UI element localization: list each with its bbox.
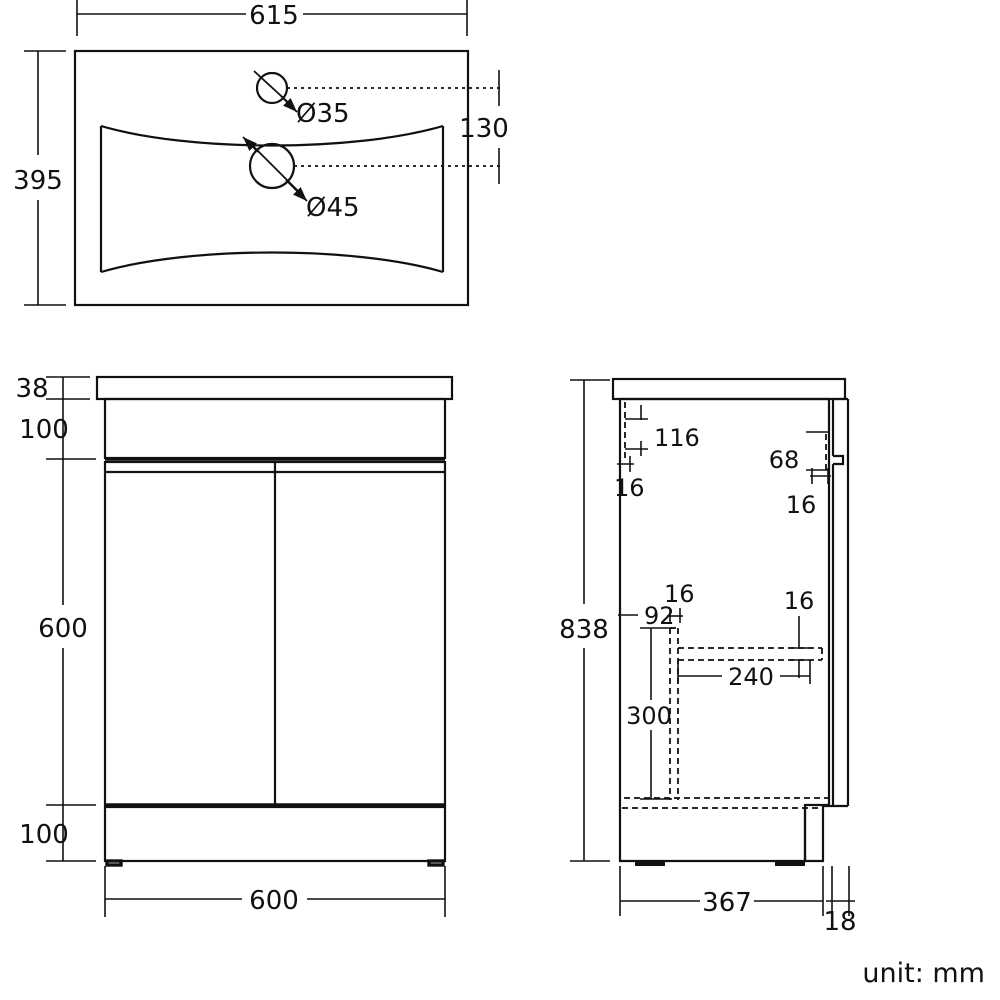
label-240: 240 [728,663,774,691]
label-367: 367 [702,888,752,918]
label-16-shelf: 16 [784,587,815,615]
side-basin-slab [611,377,847,401]
label-16-right: 16 [786,491,817,519]
label-waste-hole-dia: Ø45 [306,193,360,223]
front-plinth [103,805,447,863]
side-plinth-return [803,805,825,863]
front-basin-slab [95,375,454,401]
label-tap-hole-dia: Ø35 [296,99,350,129]
label-16-divider: 16 [664,580,695,608]
bowl-top-curve [100,124,444,147]
waste-hole-leader-down [285,179,308,202]
side-foot-left [635,861,665,866]
front-foot-left [105,859,123,867]
side-foot-right [775,861,805,866]
label-38: 38 [15,374,48,404]
label-18: 18 [823,907,856,937]
front-view-group: 38 100 600 100 600 [15,374,454,917]
label-100-upper: 100 [19,415,69,445]
bowl-bottom-curve [100,251,444,274]
label-300: 300 [626,702,672,730]
label-600-height: 600 [38,614,88,644]
unit-note: unit: mm [862,958,985,989]
top-view-group: Ø35 Ø45 130 615 395 [13,0,509,307]
side-door-handle-notch [833,454,845,466]
label-100-plinth: 100 [19,820,69,850]
label-615: 615 [249,1,299,31]
label-395: 395 [13,166,63,196]
side-view-group: 838 116 16 68 16 92 16 16 [559,377,857,937]
waste-hole-leader-up [242,136,259,153]
label-130: 130 [459,114,509,144]
label-838: 838 [559,615,609,645]
front-foot-right [427,859,445,867]
tap-hole-leader [280,95,298,113]
label-16-left: 16 [614,474,645,502]
front-upper-band [103,397,447,460]
label-68: 68 [769,446,800,474]
basin-outer-outline [73,49,470,307]
label-600-width: 600 [249,886,299,916]
label-116: 116 [654,424,700,452]
